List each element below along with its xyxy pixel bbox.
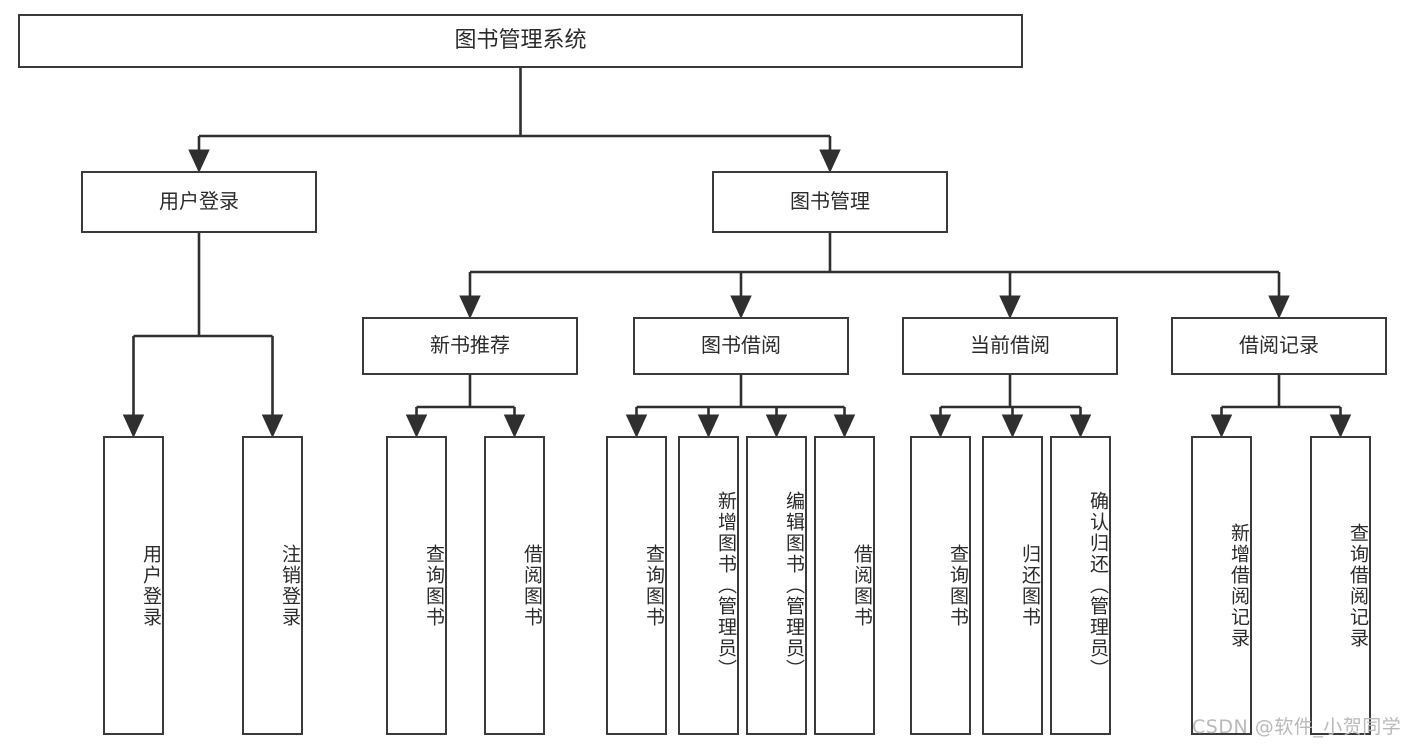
- node-label: 查询图书: [643, 543, 665, 628]
- node-label: 查询图书: [947, 543, 969, 628]
- node-leaf-records-add[interactable]: 新增借阅记录: [1191, 436, 1252, 735]
- node-label: 查询借阅记录: [1347, 522, 1369, 649]
- node-label: 查询图书: [423, 543, 445, 628]
- node-label: 借阅图书: [521, 543, 543, 628]
- node-leaf-user-logout[interactable]: 注销登录: [242, 436, 303, 735]
- node-borrow[interactable]: 图书借阅: [633, 317, 849, 375]
- node-records[interactable]: 借阅记录: [1171, 317, 1387, 375]
- node-leaf-current-confirm[interactable]: 确认归还（管理员）: [1050, 436, 1111, 735]
- node-login[interactable]: 用户登录: [81, 171, 317, 233]
- node-label: 编辑图书（管理员）: [783, 491, 805, 680]
- node-bookmgmt[interactable]: 图书管理: [712, 171, 948, 233]
- watermark: CSDN @软件_小贺同学: [1192, 716, 1402, 738]
- node-root[interactable]: 图书管理系统: [18, 14, 1023, 68]
- node-label: 新书推荐: [430, 333, 510, 358]
- node-leaf-borrow-query[interactable]: 查询图书: [606, 436, 667, 735]
- node-label: 当前借阅: [970, 333, 1050, 358]
- node-label: 图书管理系统: [454, 28, 587, 54]
- node-label: 新增图书（管理员）: [715, 491, 737, 680]
- node-label: 新增借阅记录: [1228, 522, 1250, 649]
- node-leaf-borrow-edit[interactable]: 编辑图书（管理员）: [746, 436, 807, 735]
- node-leaf-user-login[interactable]: 用户登录: [103, 436, 164, 735]
- node-current[interactable]: 当前借阅: [902, 317, 1118, 375]
- node-leaf-borrow-add[interactable]: 新增图书（管理员）: [678, 436, 739, 735]
- node-label: 确认归还（管理员）: [1087, 491, 1109, 680]
- node-leaf-current-query[interactable]: 查询图书: [910, 436, 971, 735]
- node-leaf-newbook-borrow[interactable]: 借阅图书: [484, 436, 545, 735]
- node-leaf-borrow-lend[interactable]: 借阅图书: [814, 436, 875, 735]
- node-label: 借阅记录: [1239, 333, 1319, 358]
- node-label: 用户登录: [140, 543, 162, 628]
- node-label: 用户登录: [159, 189, 239, 214]
- node-label: 图书管理: [790, 189, 870, 214]
- node-label: 归还图书: [1019, 543, 1041, 628]
- node-leaf-records-query[interactable]: 查询借阅记录: [1310, 436, 1371, 735]
- node-label: 借阅图书: [851, 543, 873, 628]
- node-leaf-current-return[interactable]: 归还图书: [982, 436, 1043, 735]
- node-label: 注销登录: [279, 543, 301, 628]
- node-label: 图书借阅: [701, 333, 781, 358]
- node-newbook[interactable]: 新书推荐: [362, 317, 578, 375]
- node-leaf-newbook-query[interactable]: 查询图书: [386, 436, 447, 735]
